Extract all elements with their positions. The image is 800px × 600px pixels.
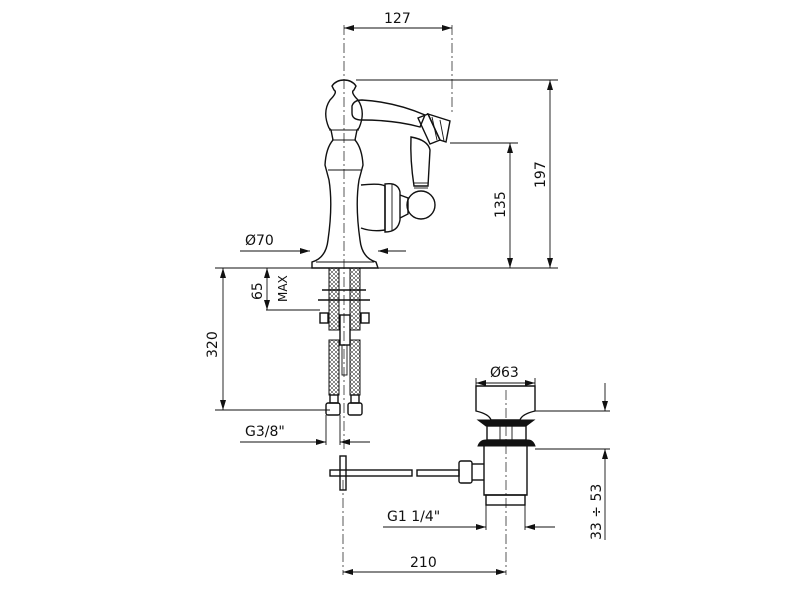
popup-waste	[329, 385, 536, 506]
dimension-lines	[215, 25, 610, 575]
dim-total-height: 197	[533, 161, 549, 188]
dim-spout-reach: 127	[384, 11, 411, 27]
dim-deck-thickness-max: MAX	[276, 275, 290, 302]
dim-waste-diameter: Ø63	[490, 365, 519, 381]
supply-hoses	[318, 267, 370, 416]
centre-lines	[342, 25, 507, 575]
dim-rod-distance: 210	[410, 555, 437, 571]
dim-hose-thread: G3/8"	[245, 424, 285, 440]
dim-deck-thickness: 65	[250, 282, 266, 300]
dim-spout-height: 135	[493, 191, 509, 218]
dim-base-diameter: Ø70	[245, 233, 274, 249]
dim-waste-range: 33 ÷ 53	[589, 484, 605, 540]
dim-hose-length: 320	[205, 331, 221, 358]
faucet-body	[311, 79, 451, 269]
dim-waste-thread: G1 1/4"	[387, 509, 440, 525]
